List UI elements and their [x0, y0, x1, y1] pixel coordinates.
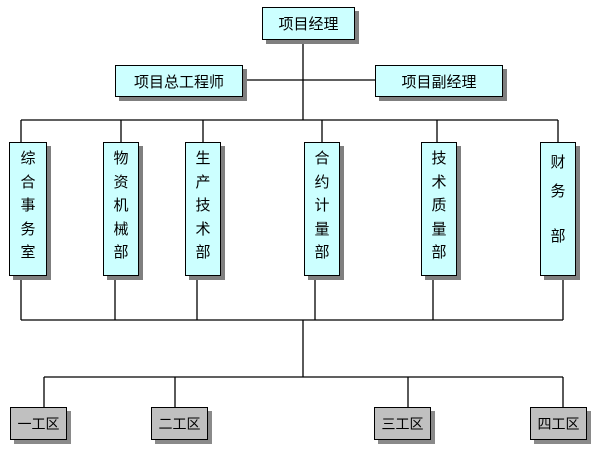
- chief-engineer-box: 项目总工程师: [115, 65, 243, 97]
- work-area-label: 一工区: [17, 416, 60, 433]
- department-char: 室: [20, 243, 36, 261]
- department-char: 械: [113, 219, 129, 238]
- department-char: 部: [550, 227, 566, 245]
- work-area-box-1: 一工区: [10, 407, 67, 440]
- department-char: 约: [314, 172, 330, 191]
- department-char: 部: [113, 243, 129, 261]
- department-char: 务: [20, 219, 36, 238]
- department-char: 综: [20, 149, 36, 167]
- work-area-box-2: 二工区: [151, 407, 208, 440]
- department-char: 物: [113, 149, 129, 167]
- department-char: 事: [20, 196, 36, 214]
- department-box-general-affairs: 综 合 事 务 室: [9, 142, 47, 276]
- department-box-technical-quality: 技 术 质 量 部: [421, 142, 457, 276]
- deputy-manager-label: 项目副经理: [401, 72, 477, 91]
- department-box-production-technology: 生 产 技 术 部: [185, 142, 221, 276]
- work-area-box-4: 四工区: [530, 407, 587, 440]
- department-box-materials-machinery: 物 资 机 械 部: [103, 142, 139, 276]
- department-char: 计: [314, 196, 330, 214]
- project-manager-label: 项目经理: [278, 15, 339, 33]
- work-area-label: 二工区: [158, 416, 201, 433]
- chief-engineer-label: 项目总工程师: [133, 72, 224, 91]
- department-char: 技: [431, 149, 447, 167]
- department-char: 生: [195, 149, 211, 167]
- department-char: 务: [550, 182, 566, 200]
- project-manager-box: 项目经理: [262, 7, 355, 40]
- department-char: 术: [195, 219, 211, 238]
- department-box-finance: 财 务 部: [540, 142, 576, 276]
- department-char: 机: [113, 196, 129, 214]
- department-char: 合: [20, 172, 36, 191]
- department-char: 量: [431, 219, 447, 238]
- department-box-contract-measurement: 合 约 计 量 部: [304, 142, 340, 276]
- department-char: 部: [195, 243, 211, 261]
- department-char: 资: [113, 172, 129, 191]
- department-char: 技: [195, 196, 211, 214]
- deputy-manager-box: 项目副经理: [375, 65, 503, 97]
- department-char: 部: [314, 243, 330, 261]
- department-char: 量: [314, 219, 330, 238]
- work-area-label: 三工区: [381, 416, 424, 433]
- department-char: 质: [431, 196, 447, 214]
- department-char: 财: [550, 153, 566, 171]
- work-area-box-3: 三工区: [374, 407, 431, 440]
- department-char: 产: [195, 172, 211, 191]
- department-char: 部: [431, 243, 447, 261]
- department-char: 合: [314, 149, 330, 167]
- work-area-label: 四工区: [537, 416, 580, 433]
- department-char: 术: [431, 172, 447, 191]
